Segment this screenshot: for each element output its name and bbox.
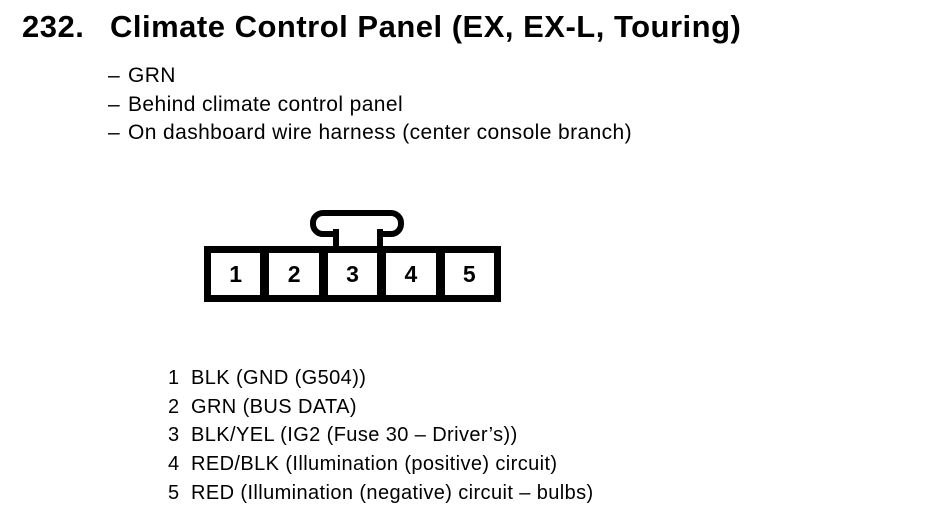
cavity-number: 5 — [462, 260, 476, 287]
cavity-number: 4 — [404, 260, 418, 287]
note-text: GRN — [128, 64, 176, 87]
connector-cavity-1: 1 — [211, 253, 261, 295]
pin-number: 5 — [168, 481, 180, 504]
location-notes: – GRN – Behind climate control panel – O… — [108, 62, 632, 148]
pinout-row: 5 RED (Illumination (negative) circuit –… — [168, 479, 594, 508]
pin-number: 2 — [168, 395, 180, 418]
connector-diagram: 1 2 3 4 5 — [204, 210, 501, 302]
cavity-number: 3 — [346, 260, 359, 287]
pinout-row: 3 BLK/YEL (IG2 (Fuse 30 – Driver’s)) — [168, 421, 594, 450]
note-item: – On dashboard wire harness (center cons… — [108, 119, 632, 148]
dash-marker: – — [108, 64, 121, 87]
dash-marker: – — [108, 121, 121, 144]
pin-number: 1 — [168, 367, 180, 389]
pinout-row: 4 RED/BLK (Illumination (positive) circu… — [168, 450, 594, 479]
note-text: Behind climate control panel — [128, 92, 404, 116]
pin-number: 4 — [168, 453, 180, 476]
note-item: – GRN — [108, 62, 632, 91]
wire-description: GRN (BUS DATA) — [191, 395, 357, 418]
dash-marker: – — [108, 92, 121, 116]
cavity-number: 2 — [287, 260, 301, 287]
wire-description: RED/BLK (Illumination (positive) circuit… — [191, 453, 558, 476]
pinout-row: 2 GRN (BUS DATA) — [168, 393, 594, 422]
connector-cavity-5: 5 — [444, 253, 495, 295]
connector-latch-neck — [333, 229, 383, 247]
section-heading: 232. Climate Control Panel (EX, EX-L, To… — [22, 9, 742, 44]
connector-cavity-4: 4 — [386, 253, 436, 295]
pin-number: 3 — [168, 424, 180, 447]
wire-description: BLK (GND (G504)) — [191, 367, 367, 389]
section-number: 232. — [22, 9, 85, 44]
wire-description: RED (Illumination (negative) circuit – b… — [191, 481, 594, 504]
note-text: On dashboard wire harness (center consol… — [128, 121, 633, 144]
cavity-number: 1 — [229, 260, 243, 287]
note-item: – Behind climate control panel — [108, 91, 632, 120]
connector-cavity-3: 3 — [327, 253, 378, 295]
pinout-list: 1 BLK (GND (G504)) 2 GRN (BUS DATA) 3 BL… — [168, 364, 594, 508]
connector-cavity-2: 2 — [269, 253, 319, 295]
wire-description: BLK/YEL (IG2 (Fuse 30 – Driver’s)) — [191, 424, 518, 447]
connector-body: 1 2 3 4 5 — [204, 246, 501, 302]
pinout-row: 1 BLK (GND (G504)) — [168, 364, 594, 393]
page-title: Climate Control Panel (EX, EX-L, Touring… — [110, 9, 742, 44]
